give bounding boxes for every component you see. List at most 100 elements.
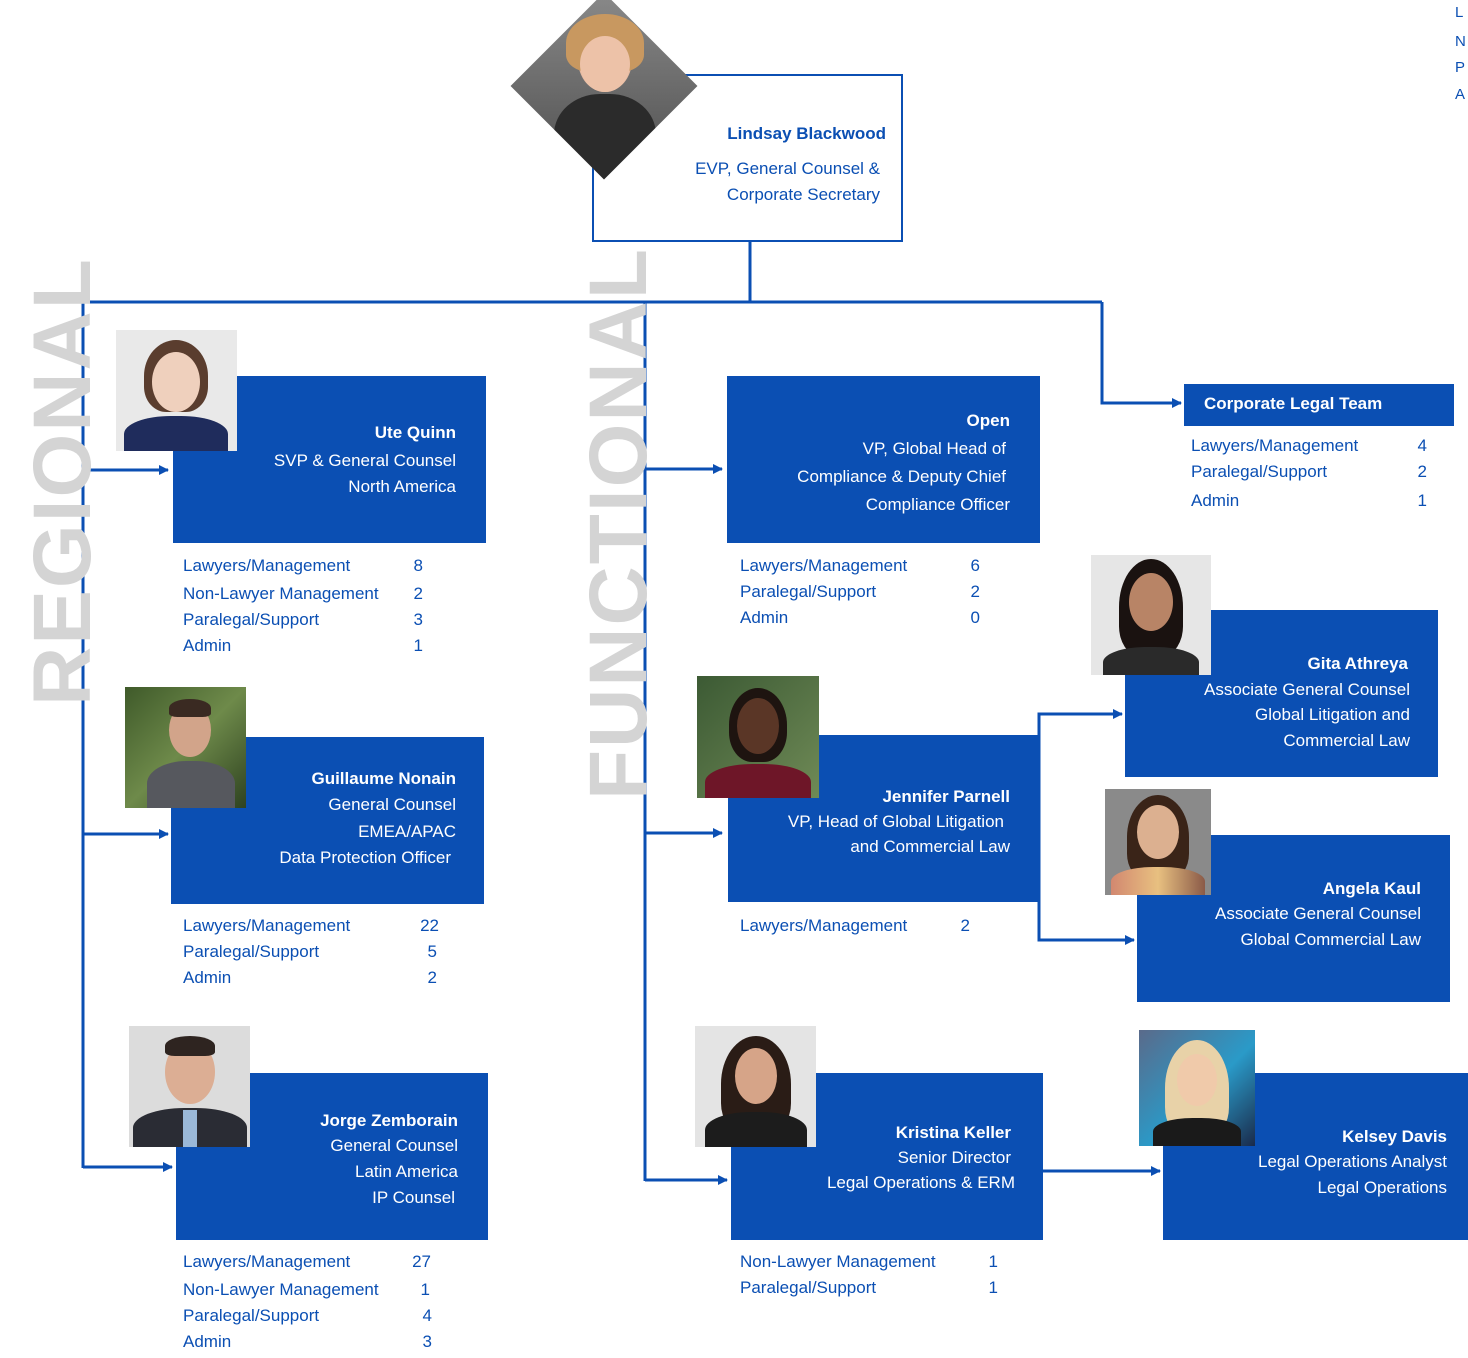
stat-label: Lawyers/Management — [740, 556, 908, 575]
jennifer-parnell-photo — [697, 676, 819, 798]
card-name: Jorge Zemborain — [320, 1111, 458, 1130]
stat-value: 5 — [427, 942, 437, 961]
stat-value: 2 — [960, 916, 970, 935]
stat-value: 1 — [988, 1252, 998, 1271]
stat-row: Paralegal/Support 2 — [1191, 462, 1441, 488]
stat-label: Non-Lawyer Management — [183, 584, 379, 603]
stat-value: 6 — [970, 556, 980, 575]
root-title-line-1: EVP, General Counsel & — [695, 159, 880, 178]
regional-section-label: REGIONAL — [17, 257, 108, 706]
stat-label: Non-Lawyer Management — [740, 1252, 936, 1271]
stat-row: Paralegal/Support 2 — [740, 582, 1000, 608]
arrow-to-gita-athreya — [1037, 709, 1123, 830]
jorge-zemborain-card: Jorge Zemborain General Counsel Latin Am… — [176, 1073, 488, 1240]
edge-text-4: A — [1455, 86, 1466, 103]
card-name: Ute Quinn — [374, 423, 456, 442]
stat-row: Admin 0 — [740, 608, 1000, 634]
stat-value: 2 — [1417, 462, 1427, 481]
stat-label: Admin — [1191, 491, 1240, 510]
stat-label: Paralegal/Support — [183, 1306, 320, 1325]
card-title-line: EMEA/APAC — [358, 822, 456, 841]
stat-label: Lawyers/Management — [183, 916, 351, 935]
edge-text-1: L — [1455, 4, 1464, 21]
card-title-line: Senior Director — [897, 1148, 1011, 1167]
stat-label: Lawyers/Management — [740, 916, 908, 935]
stat-row: Lawyers/Management 6 — [740, 556, 1000, 582]
stat-value: 2 — [970, 582, 980, 601]
card-name: Open — [966, 411, 1010, 430]
functional-section-label: FUNCTIONAL — [573, 247, 664, 800]
stat-value: 0 — [970, 608, 980, 627]
card-name: Kelsey Davis — [1342, 1127, 1447, 1146]
stat-row: Lawyers/Management 2 — [740, 916, 1000, 942]
ute-quinn-photo — [116, 330, 237, 451]
arrow-to-corporate-legal-team — [1100, 302, 1182, 408]
card-title-line: IP Counsel — [372, 1188, 455, 1207]
card-name: Angela Kaul — [1322, 879, 1421, 898]
stat-value: 4 — [422, 1306, 432, 1325]
stat-value: 3 — [413, 610, 423, 629]
card-title-line: Associate General Counsel — [1203, 680, 1410, 699]
stat-row: Admin 1 — [1191, 491, 1441, 517]
stat-label: Paralegal/Support — [183, 610, 320, 629]
stat-row: Non-Lawyer Management 2 — [183, 584, 443, 610]
root-title: EVP, General Counsel & Corporate Secreta… — [640, 156, 880, 208]
edge-text-2: N — [1455, 33, 1466, 50]
ute-quinn-card: Ute Quinn SVP & General Counsel North Am… — [173, 376, 486, 543]
kristina-keller-stats: Non-Lawyer Management 1 Paralegal/Support… — [740, 1252, 1020, 1304]
stat-row: Paralegal/Support 5 — [183, 942, 463, 968]
card-title-line: Compliance Officer — [865, 495, 1010, 514]
stat-value: 27 — [412, 1252, 431, 1271]
edge-text-3: P — [1455, 59, 1466, 76]
stat-label: Paralegal/Support — [183, 942, 320, 961]
stat-row: Admin 2 — [183, 968, 463, 994]
card-name: Jennifer Parnell — [882, 787, 1010, 806]
stat-label: Lawyers/Management — [183, 1252, 351, 1271]
stat-label: Admin — [183, 968, 232, 987]
corporate-legal-team-header: Corporate Legal Team — [1184, 384, 1454, 426]
stat-label: Non-Lawyer Management — [183, 1280, 379, 1299]
root-title-line-2: Corporate Secretary — [726, 185, 880, 204]
stat-label: Admin — [740, 608, 789, 627]
stat-value: 2 — [413, 584, 423, 603]
stat-value: 1 — [1417, 491, 1427, 510]
card-name: Kristina Keller — [895, 1123, 1011, 1142]
card-title-line: Global Litigation and — [1254, 705, 1410, 724]
stat-value: 1 — [988, 1278, 998, 1297]
stat-value: 4 — [1417, 436, 1427, 455]
card-title-line: Latin America — [355, 1162, 458, 1181]
card-title-line: Associate General Counsel — [1214, 904, 1421, 923]
stat-value: 3 — [422, 1332, 432, 1351]
card-title-line: General Counsel — [330, 1136, 458, 1155]
jorge-zemborain-photo — [129, 1026, 250, 1147]
card-title-line: and Commercial Law — [850, 837, 1010, 856]
jorge-zemborain-stats: Lawyers/Management 27 Non-Lawyer Manageme… — [183, 1252, 463, 1358]
kristina-keller-photo — [695, 1026, 816, 1147]
kelsey-davis-photo — [1139, 1030, 1255, 1146]
stat-value: 2 — [427, 968, 437, 987]
angela-kaul-photo — [1105, 789, 1211, 895]
stat-label: Paralegal/Support — [1191, 462, 1328, 481]
stat-row: Lawyers/Management 27 — [183, 1252, 463, 1280]
stat-row: Paralegal/Support 4 — [183, 1306, 463, 1332]
jennifer-parnell-stats: Lawyers/Management 2 — [740, 916, 1000, 942]
open-position-stats: Lawyers/Management 6 Paralegal/Support 2 A… — [740, 556, 1000, 634]
root-card — [592, 74, 903, 242]
corporate-legal-team-title: Corporate Legal Team — [1204, 394, 1383, 413]
card-title-line: Global Commercial Law — [1240, 930, 1421, 949]
card-title-line: Legal Operations Analyst — [1257, 1152, 1447, 1171]
stat-row: Lawyers/Management 22 — [183, 916, 463, 942]
stat-label: Paralegal/Support — [740, 582, 877, 601]
arrow-to-angela-kaul — [1037, 830, 1135, 945]
card-title-line: VP, Global Head of — [862, 439, 1006, 458]
stat-value: 22 — [420, 916, 439, 935]
open-position-card: Open VP, Global Head of Compliance & Dep… — [727, 376, 1040, 543]
